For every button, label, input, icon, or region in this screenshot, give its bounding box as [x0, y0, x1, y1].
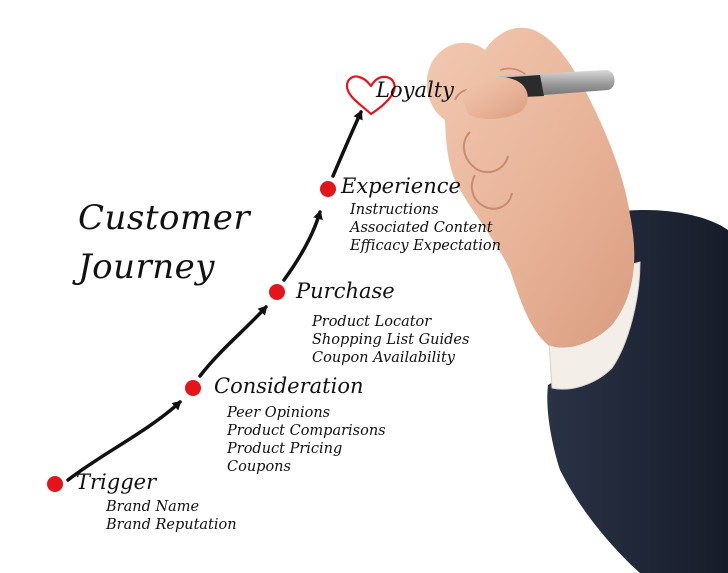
heart-icon [345, 75, 396, 116]
detail-item: Associated Content [350, 220, 493, 236]
detail-item: Coupon Availability [312, 350, 455, 366]
detail-item: Product Pricing [227, 441, 343, 457]
detail-item: Coupons [227, 459, 291, 475]
arrow-purchase-to-experience [282, 210, 323, 282]
stage-details-experience: Instructions Associated Content Efficacy… [350, 201, 501, 255]
stage-label-experience: Experience [341, 174, 461, 198]
index-finger [462, 76, 528, 120]
journey-arrows [66, 110, 363, 482]
stage-label-loyalty: Loyalty [376, 78, 454, 102]
stage-details-purchase: Product Locator Shopping List Guides Cou… [312, 313, 469, 367]
arrow-trigger-to-consideration [66, 400, 182, 482]
detail-item: Shopping List Guides [312, 332, 470, 348]
detail-item: Brand Reputation [106, 517, 237, 533]
detail-item: Product Locator [312, 314, 432, 330]
diagram-title-line1: Customer [78, 198, 251, 238]
stage-label-consideration: Consideration [214, 374, 364, 398]
stage-label-trigger: Trigger [76, 470, 157, 494]
stage-label-purchase: Purchase [296, 279, 395, 303]
stage-details-trigger: Brand Name Brand Reputation [106, 498, 237, 534]
suit-sleeve [547, 210, 728, 573]
detail-item: Brand Name [106, 499, 200, 515]
stage-dot-trigger [47, 476, 63, 492]
stage-dot-purchase [269, 284, 285, 300]
stage-dot-experience [320, 181, 336, 197]
arrow-experience-to-loyalty [331, 110, 363, 178]
detail-item: Efficacy Expectation [350, 238, 501, 254]
detail-item: Peer Opinions [227, 405, 331, 421]
stage-details-consideration: Peer Opinions Product Comparisons Produc… [227, 404, 386, 476]
detail-item: Instructions [350, 202, 439, 218]
detail-item: Product Comparisons [227, 423, 386, 439]
diagram-title-line2: Journey [78, 247, 215, 287]
stage-dot-consideration [185, 380, 201, 396]
arrow-consideration-to-purchase [198, 305, 268, 378]
